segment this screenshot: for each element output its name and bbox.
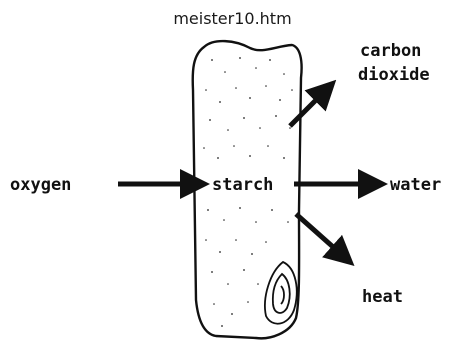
- carbon-label: carbon: [360, 41, 421, 61]
- dioxide-label: dioxide: [358, 65, 430, 85]
- water-label: water: [390, 175, 441, 195]
- heat-label: heat: [362, 287, 403, 307]
- oxygen-label: oxygen: [10, 175, 71, 195]
- starch-label: starch: [212, 175, 273, 195]
- heat-arrow: [296, 214, 350, 262]
